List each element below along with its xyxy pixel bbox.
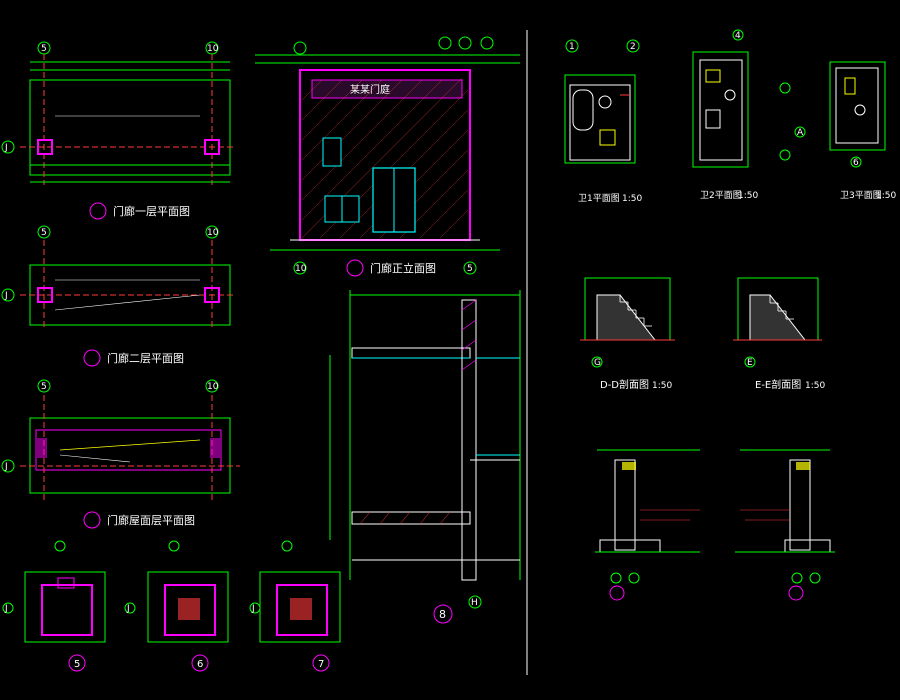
- elevation-gate-front: 某某门庭 10 5 门廊正立面图: [255, 36, 520, 277]
- drawing-title: 卫3平面图: [840, 190, 882, 201]
- detail-foundation-right: [735, 449, 835, 601]
- axis-label: J: [4, 143, 8, 153]
- axis-label: 10: [295, 264, 307, 274]
- axis-label: A: [797, 128, 804, 138]
- drawing-title: 卫2平面图: [700, 190, 742, 201]
- axis-label: 5: [41, 382, 47, 392]
- section-dd: G D-D剖面图 1:50: [580, 277, 675, 391]
- axis-label: J: [251, 604, 255, 614]
- drawing-title: 门廊正立面图: [370, 261, 436, 275]
- plan-gate-floor1: 5 10 J 门廊一层平面图: [1, 41, 235, 220]
- axis-label: G: [594, 358, 601, 368]
- axis-label: 5: [41, 228, 47, 238]
- gate-sign-text: 某某门庭: [350, 83, 390, 96]
- drawing-title: 门廊二层平面图: [107, 351, 184, 365]
- plan-wc1: 1 2 卫1平面图 1:50: [564, 39, 642, 204]
- drawing-title: 7: [318, 659, 324, 670]
- plan-wc3: A 6 卫3平面图 1:50: [794, 61, 896, 201]
- drawing-title: E-E剖面图: [755, 378, 801, 391]
- drawing-title: 卫1平面图: [578, 193, 620, 204]
- axis-label: 2: [630, 42, 636, 52]
- drawing-title: 6: [197, 659, 203, 670]
- drawing-title: 5: [74, 659, 80, 670]
- scale-label: 1:50: [876, 191, 896, 201]
- axis-label: 5: [41, 44, 47, 54]
- detail-column-7: J 7: [249, 540, 341, 672]
- axis-label: 5: [467, 264, 473, 274]
- drawing-title: 门廊一层平面图: [113, 204, 190, 218]
- drawing-title: 门廊屋面层平面图: [107, 513, 195, 527]
- axis-label: J: [4, 291, 8, 301]
- axis-label: 1: [569, 42, 575, 52]
- axis-label: J: [4, 604, 8, 614]
- axis-label: H: [471, 598, 478, 608]
- scale-label: 1:50: [622, 194, 642, 204]
- detail-column-6: J 6: [124, 540, 229, 672]
- detail-column-5: J 5: [2, 540, 106, 672]
- axis-label: E: [747, 358, 753, 368]
- scale-label: 1:50: [652, 381, 672, 391]
- section-ee: E E-E剖面图 1:50: [733, 277, 825, 391]
- axis-label: J: [126, 604, 130, 614]
- plan-gate-roof: 5 10 J 门廊屋面层平面图: [1, 379, 240, 529]
- drawing-title: D-D剖面图: [600, 378, 649, 391]
- axis-label: 10: [207, 44, 219, 54]
- axis-label: J: [4, 462, 8, 472]
- axis-label: 4: [735, 31, 741, 41]
- drawing-title: 8: [439, 608, 446, 621]
- section-detail-8: 8 H: [329, 290, 521, 624]
- plan-gate-floor2: 5 10 J 门廊二层平面图: [1, 225, 235, 367]
- scale-label: 1:50: [805, 381, 825, 391]
- scale-label: 1:50: [738, 191, 758, 201]
- detail-foundation-left: [595, 449, 700, 601]
- axis-label: 10: [207, 382, 219, 392]
- plan-wc2: 4 卫2平面图 1:50: [692, 29, 791, 201]
- axis-label: 10: [207, 228, 219, 238]
- axis-label: 6: [853, 158, 859, 168]
